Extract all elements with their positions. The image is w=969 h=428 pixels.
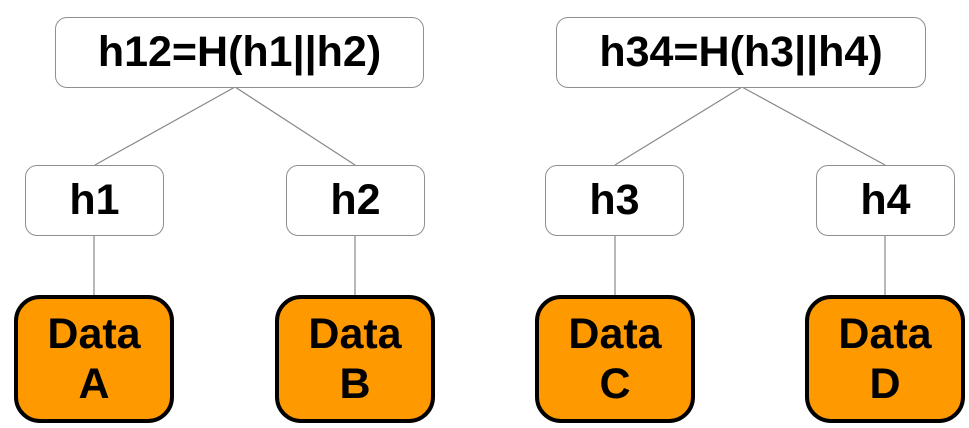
edge-h12-h2 [234,86,356,166]
root-node-h34: h34=H(h3||h4) [556,17,926,88]
hash-node-label: h2 [330,176,381,224]
data-block-c: Data C [535,295,695,423]
hash-node-label: h4 [860,176,911,224]
root-node-h12: h12=H(h1||h2) [55,17,424,88]
edge-h34-h4 [741,86,886,166]
hash-node-label: h1 [69,176,120,224]
hash-node-label: h3 [589,176,640,224]
edge-h34-h3 [614,86,743,166]
hash-node-h2: h2 [286,165,425,236]
hash-node-h3: h3 [545,165,684,236]
data-block-d: Data D [805,295,965,423]
edge-h12-h1 [94,86,236,166]
root-node-label: h12=H(h1||h2) [97,28,382,76]
data-block-b: Data B [275,295,435,423]
data-block-letter: D [869,360,901,408]
data-block-a: Data A [14,295,174,423]
hash-node-h4: h4 [816,165,955,236]
root-node-label: h34=H(h3||h4) [599,28,883,76]
data-block-word: Data [308,310,402,358]
data-block-letter: A [78,360,110,408]
data-block-word: Data [568,310,662,358]
data-block-letter: C [599,360,631,408]
hash-node-h1: h1 [25,165,164,236]
data-block-letter: B [339,360,371,408]
data-block-word: Data [838,310,932,358]
data-block-word: Data [47,310,141,358]
